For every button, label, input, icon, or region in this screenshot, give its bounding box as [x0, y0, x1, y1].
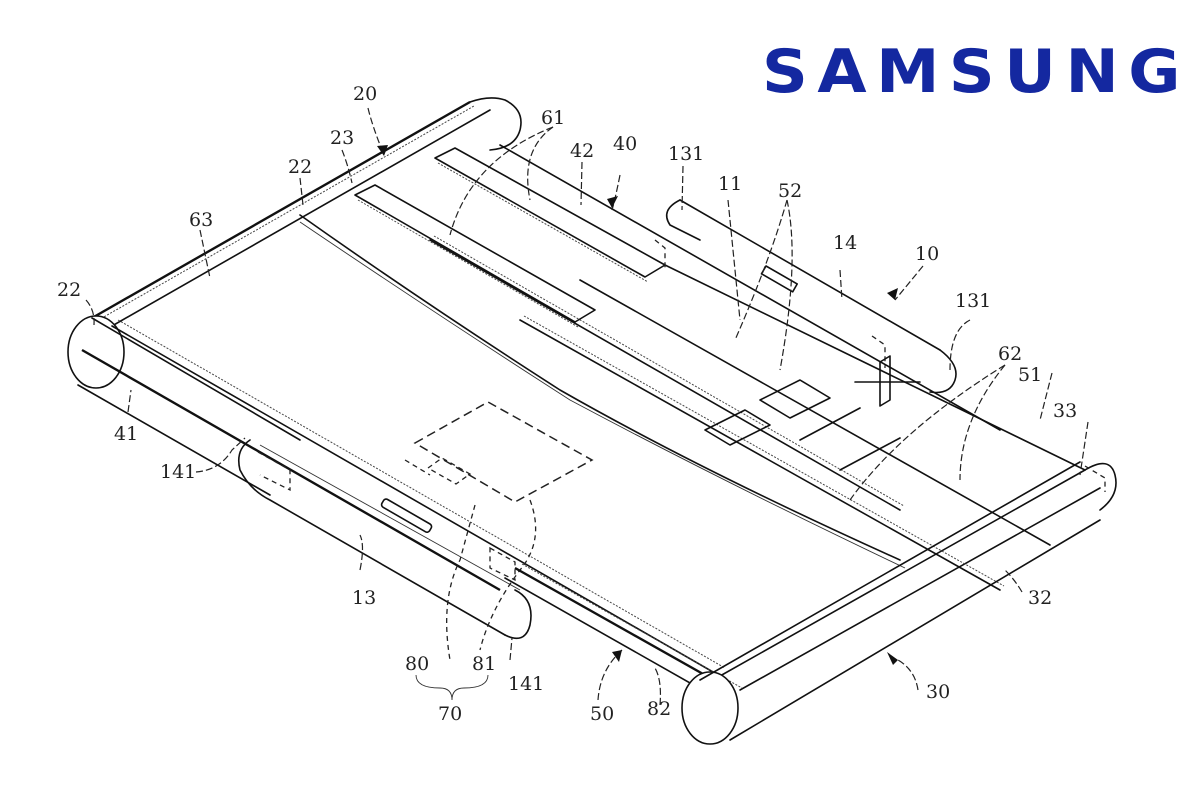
left-lower-housing-13 [237, 439, 532, 640]
label-33: 33 [1053, 400, 1077, 422]
label-41: 41 [114, 423, 138, 445]
left-roller [67, 315, 501, 592]
label-70: 63 [189, 209, 213, 231]
module-80-dashed [404, 401, 594, 661]
label-61: 52 [778, 180, 802, 202]
label-81: 80 [405, 653, 429, 675]
label-40: 40 [613, 133, 637, 155]
label-82: 81 [472, 653, 496, 675]
label-30: 30 [926, 681, 950, 703]
lower-frame-30 [504, 461, 1117, 745]
label-20: 20 [353, 83, 377, 105]
support-plates [354, 144, 1086, 591]
label-13: 13 [352, 587, 376, 609]
label-22-left: 22 [57, 279, 81, 301]
label-131-upper: 131 [668, 143, 704, 165]
label-63: 62 [998, 343, 1022, 365]
label-14: 14 [833, 232, 857, 254]
reference-labels: 20 23 22 63 22 41 141 61 42 40 131 11 52… [57, 83, 1077, 725]
display-panel-70 [111, 214, 1101, 691]
arrowheads [377, 145, 898, 665]
label-141-left: 141 [160, 461, 196, 483]
label-10: 10 [915, 243, 939, 265]
label-80: 70 [438, 703, 462, 725]
label-22-upper: 22 [288, 156, 312, 178]
right-upper-housing-10 [654, 199, 957, 407]
label-42: 42 [570, 140, 594, 162]
label-62: 61 [541, 107, 565, 129]
label-131-right: 131 [955, 290, 991, 312]
label-23: 23 [330, 127, 354, 149]
label-11: 11 [718, 173, 742, 195]
label-50: 50 [590, 703, 614, 725]
label-32: 32 [1028, 587, 1052, 609]
samsung-logo: SAMSUNG [762, 37, 1190, 107]
label-51: 51 [1018, 364, 1042, 386]
leader-lines [85, 107, 1089, 706]
upper-frame-20 [91, 97, 522, 327]
label-52: 82 [647, 698, 671, 720]
label-141-lower: 141 [508, 673, 544, 695]
